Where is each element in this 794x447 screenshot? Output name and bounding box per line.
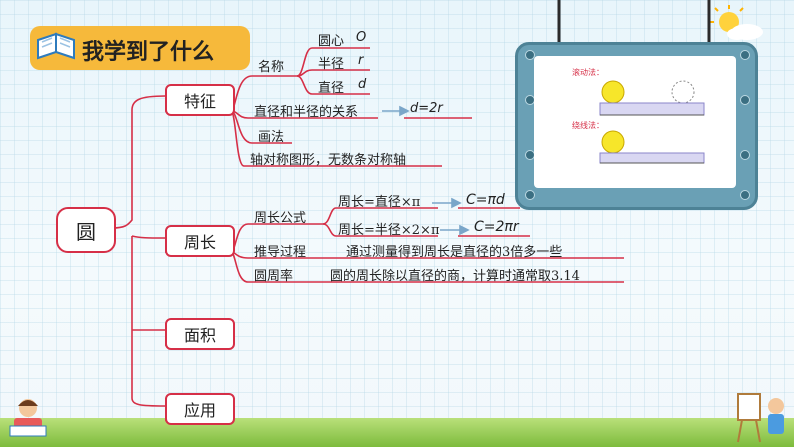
label-zhijing: 直径 <box>318 81 345 96</box>
root-node: 圆 <box>56 207 116 253</box>
bolt <box>740 190 750 200</box>
label-formula: 周长公式 <box>254 211 307 226</box>
label-mingcheng: 名称 <box>258 60 285 75</box>
book-icon <box>37 32 75 60</box>
panel-screen <box>534 56 736 188</box>
pi-desc: 圆的周长除以直径的商，计算时通常取3.14 <box>330 269 580 284</box>
label-banjing: 半径 <box>318 57 345 72</box>
formula1-text: 周长=直径×π <box>338 195 421 210</box>
derivation-text: 通过测量得到周长是直径的3倍多一些 <box>346 245 563 260</box>
panel-label-roll: 滚动法： <box>572 68 604 77</box>
child-painting-icon <box>737 393 784 443</box>
panel-label-wrap: 绕线法： <box>572 121 604 130</box>
bolt <box>525 50 535 60</box>
bolt <box>740 95 750 105</box>
measure-illustration <box>599 80 705 164</box>
label-derivation: 推导过程 <box>254 245 307 260</box>
node-yingyong: 应用 <box>165 393 235 425</box>
bolt <box>525 190 535 200</box>
formula1-math: C=πd <box>466 192 505 208</box>
grass-strip <box>0 418 794 447</box>
panel-hangers <box>557 0 711 44</box>
label-pi: 圆周率 <box>254 269 294 284</box>
node-tezheng: 特征 <box>165 84 235 116</box>
formula-d2r: d=2r <box>410 101 443 116</box>
symbol-d: d <box>358 77 367 92</box>
node-mianji: 面积 <box>165 318 235 350</box>
child-reading-icon <box>9 399 47 437</box>
page-title: 我学到了什么 <box>82 40 215 65</box>
label-yuanxin: 圆心 <box>318 34 345 49</box>
symbol-r: r <box>358 53 364 68</box>
symbol-o: O <box>356 30 367 45</box>
node-zhouchang: 周长 <box>165 225 235 257</box>
label-symmetry: 轴对称图形，无数条对称轴 <box>250 153 407 168</box>
formula2-math: C=2πr <box>474 219 519 235</box>
formula2-text: 周长=半径×2×π <box>338 223 440 238</box>
sun-icon <box>710 5 763 40</box>
bolt <box>740 50 750 60</box>
label-huafa: 画法 <box>258 130 285 145</box>
label-relation: 直径和半径的关系 <box>254 105 359 120</box>
bolt <box>740 150 750 160</box>
